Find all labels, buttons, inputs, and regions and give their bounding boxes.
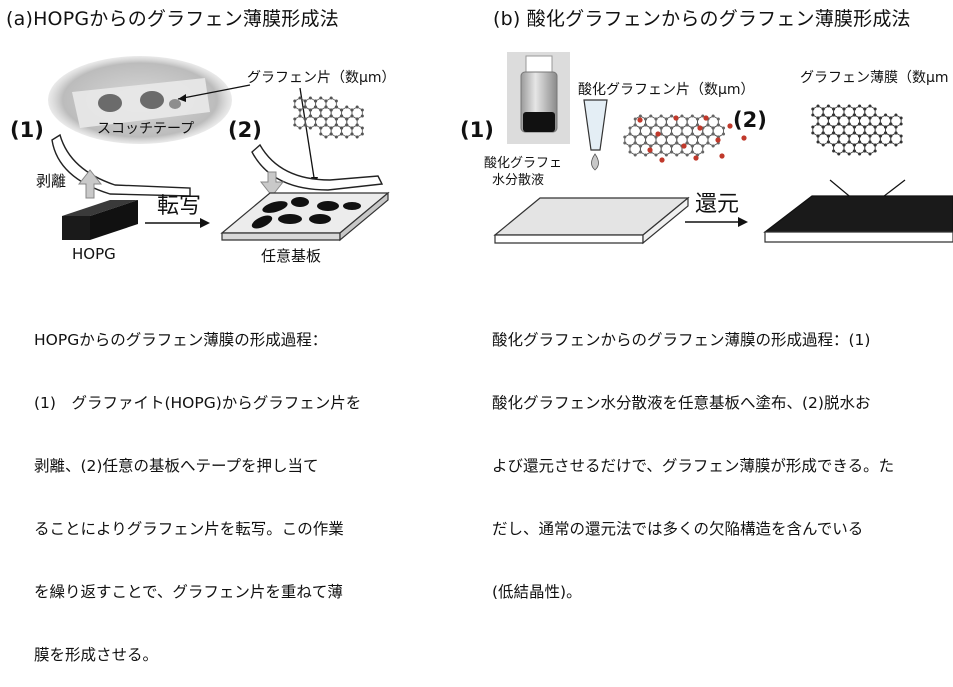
panel-a-desc-line: 剥離、(2)任意の基板へテープを押し当て (34, 457, 319, 475)
panel-a-desc-line: HOPGからのグラフェン薄膜の形成過程： (34, 331, 328, 349)
oxygen-atom (741, 135, 747, 141)
graphene-lattice-b (811, 104, 903, 156)
panel-b-desc-line: 酸化グラフェン水分散液を任意基板へ塗布、(2)脱水お (492, 394, 871, 412)
oxygen-atom (715, 137, 721, 143)
oxygen-atom (655, 131, 661, 137)
panel-a-desc-line: ることによりグラフェン片を転写。この作業 (34, 520, 344, 538)
panel-a-title: (a)HOPGからのグラフェン薄膜形成法 (6, 8, 339, 30)
oxygen-atom (693, 155, 699, 161)
oxygen-atom (673, 115, 679, 121)
graphene-oxide-molecule (623, 114, 747, 163)
panel-b-step-1: (1) (460, 118, 494, 142)
panel-a-step-2: (2) (228, 118, 262, 142)
oxygen-atom (727, 123, 733, 129)
pipette-icon (583, 99, 608, 171)
substrate-b-coated (493, 196, 690, 245)
flake-pointer-line (177, 84, 251, 100)
oxygen-atom (659, 157, 665, 163)
peel-label: 剥離 (36, 172, 67, 190)
reduction-label: 還元 (695, 192, 740, 217)
transfer-label: 転写 (157, 194, 202, 219)
panel-a-desc-line: 膜を形成させる。 (34, 646, 159, 664)
go-vial-photo (507, 52, 570, 144)
hopg-block (62, 200, 138, 240)
oxygen-atom (703, 115, 709, 121)
panel-b-title: (b) 酸化グラフェンからのグラフェン薄膜形成法 (493, 8, 911, 30)
graphene-lattice-a (293, 96, 364, 139)
panel-a-description: HOPGからのグラフェン薄膜の形成過程： (1) グラファイト(HOPG)からグ… (34, 288, 361, 687)
diagram-graphics (48, 52, 953, 245)
hopg-label: HOPG (72, 245, 116, 263)
oxygen-atom (719, 153, 725, 159)
substrate-label: 任意基板 (261, 247, 322, 265)
peel-arrow (77, 169, 103, 199)
panel-b-description: 酸化グラフェンからのグラフェン薄膜の形成過程：(1) 酸化グラフェン水分散液を任… (492, 288, 950, 624)
go-flake-label: 酸化グラフェン片（数μm） (578, 82, 755, 98)
flake-pointer-line-2 (299, 87, 316, 185)
tape-strip-1 (51, 133, 191, 197)
film-label: グラフェン薄膜（数μm (800, 70, 949, 86)
tape-strip-2 (251, 143, 384, 191)
oxygen-atom (647, 147, 653, 153)
substrate-a (220, 191, 390, 242)
oxygen-atom (697, 125, 703, 131)
panel-b-desc-line: よび還元させるだけで、グラフェン薄膜が形成できる。た (492, 457, 895, 475)
flake-pointer-arrowhead (178, 94, 186, 102)
panel-a-desc-line: を繰り返すことで、グラフェン片を重ねて薄 (34, 583, 343, 601)
oxygen-atom (681, 143, 687, 149)
press-arrow (259, 171, 285, 197)
graphene-flake-label: グラフェン片（数μm） (247, 70, 396, 86)
scotch-tape-label: スコッチテープ (97, 121, 195, 137)
reduction-arrowhead (738, 217, 748, 227)
panel-b-step-2: (2) (733, 108, 767, 132)
scotch-tape-photo (48, 56, 232, 144)
transfer-arrowhead (200, 218, 210, 228)
panel-b-desc-line: 酸化グラフェンからのグラフェン薄膜の形成過程：(1) (492, 331, 871, 349)
panel-a-step-1: (1) (10, 118, 44, 142)
panel-a-desc-line: (1) グラファイト(HOPG)からグラフェン片を (34, 394, 362, 412)
dispersion-label-line2: 水分散液 (492, 173, 545, 188)
oxygen-atom (637, 117, 643, 123)
dispersion-label-line1: 酸化グラフェ (484, 156, 563, 171)
panel-b-desc-line: (低結晶性)。 (492, 583, 582, 601)
substrate-b-reduced (763, 195, 953, 243)
panel-b-desc-line: だし、通常の還元法では多くの欠陥構造を含んでいる (492, 520, 864, 538)
